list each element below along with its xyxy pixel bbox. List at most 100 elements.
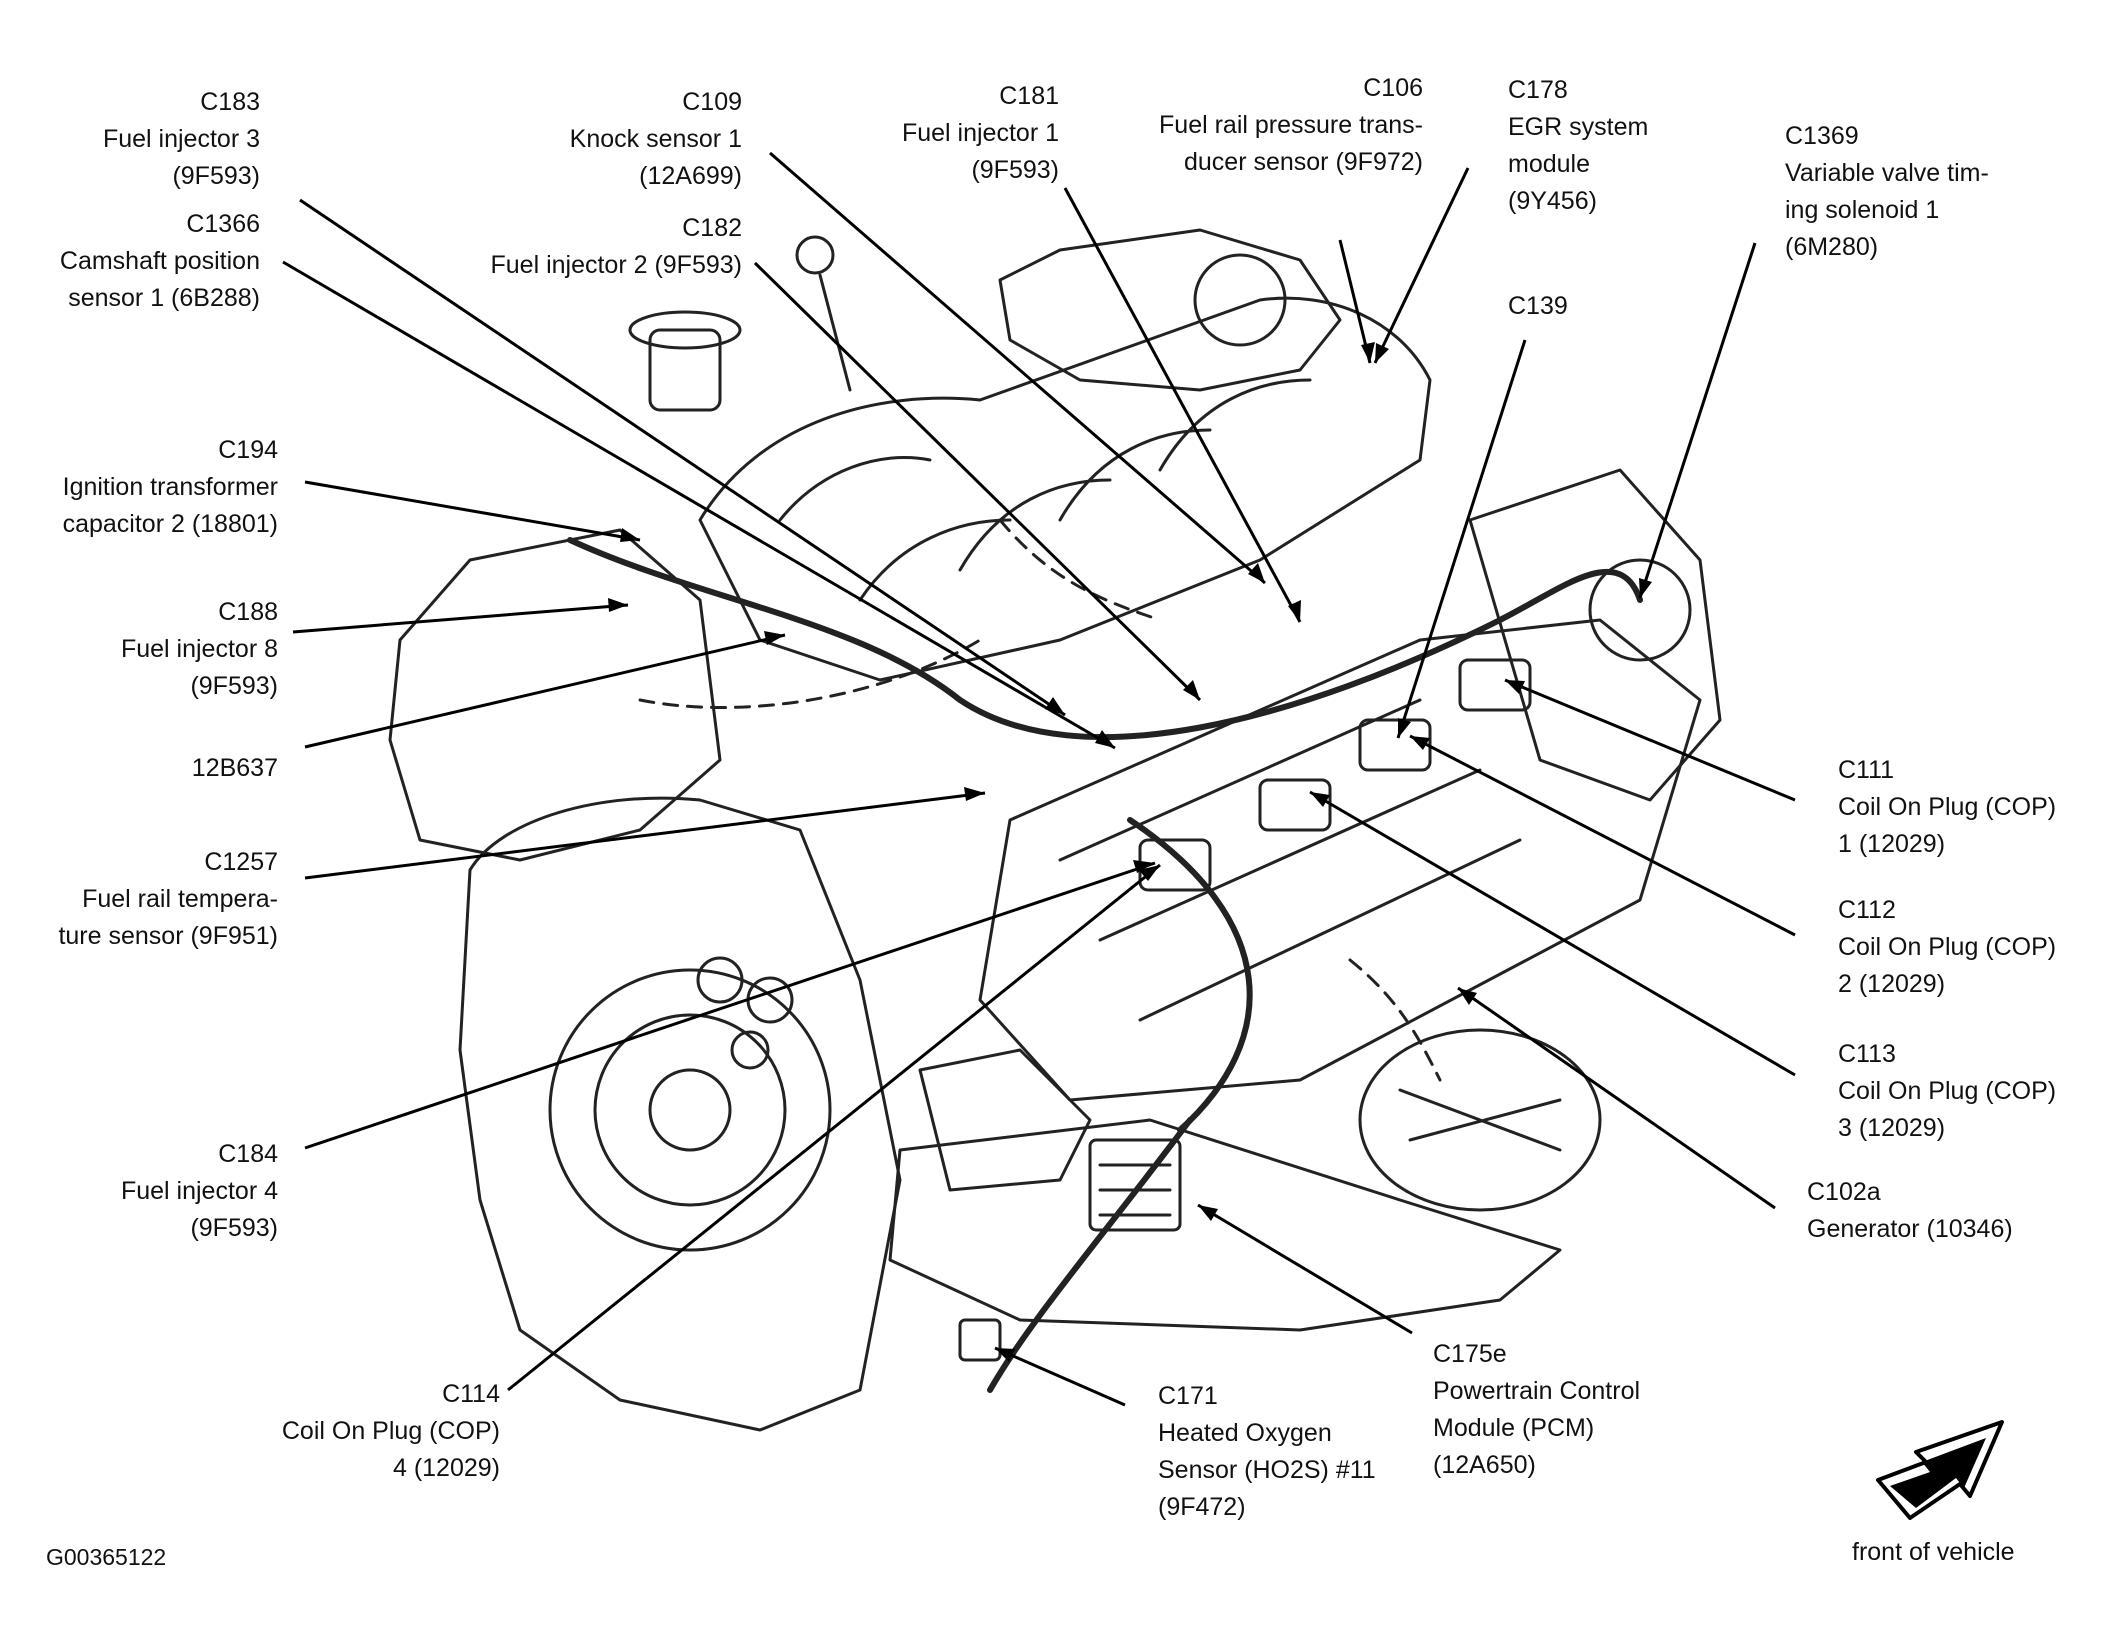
- cop-1: [1458, 658, 1532, 712]
- callout-c139: C139: [1508, 288, 1568, 325]
- part-number: 12B637: [191, 754, 278, 782]
- component-name: Module (PCM): [1433, 1414, 1595, 1442]
- component-name: capacitor 2 (18801): [62, 510, 278, 538]
- component-name: ducer sensor (9F972): [1183, 148, 1423, 176]
- callout-c1369: C1369 Variable valve tim- ing solenoid 1…: [1785, 118, 1989, 266]
- part-number: 4 (12029): [392, 1454, 500, 1482]
- part-number: (9F472): [1158, 1493, 1246, 1521]
- component-name: Fuel injector 1: [901, 119, 1059, 147]
- part-number: (9F593): [190, 672, 278, 700]
- connector-id: C183: [200, 88, 260, 116]
- callout-c181: C181 Fuel injector 1 (9F593): [902, 78, 1059, 189]
- oil-filler-cap: [648, 328, 722, 412]
- component-name: Fuel injector 4: [120, 1177, 278, 1205]
- component-name: Knock sensor 1: [569, 125, 742, 153]
- component-name: Coil On Plug (COP): [1838, 793, 2057, 821]
- wiring-harness: [567, 537, 1643, 741]
- component-name: Fuel injector 8: [120, 635, 278, 663]
- connector-id: C171: [1158, 1382, 1218, 1410]
- component-name: Fuel injector 3: [102, 125, 260, 153]
- part-number: 3 (12029): [1838, 1114, 1946, 1142]
- connector-id: C181: [999, 82, 1059, 110]
- connector-id: C102a: [1807, 1178, 1881, 1206]
- component-name: Coil On Plug (COP): [281, 1417, 500, 1445]
- callout-c102a: C102a Generator (10346): [1807, 1174, 2013, 1248]
- callout-c109: C109 Knock sensor 1 (12A699): [570, 84, 742, 195]
- callout-c113: C113 Coil On Plug (COP) 3 (12029): [1838, 1036, 2056, 1147]
- leader-arrowheads: [608, 342, 1652, 1362]
- callout-c184: C184 Fuel injector 4 (9F593): [121, 1136, 278, 1247]
- valve-cover-right: [978, 618, 1702, 1102]
- connector-id: C182: [682, 214, 742, 242]
- part-number: (9F593): [971, 156, 1059, 184]
- connector-id: C112: [1838, 896, 1896, 924]
- engine-block-left: [388, 528, 722, 862]
- callout-c106: C106 Fuel rail pressure trans- ducer sen…: [1159, 70, 1423, 181]
- part-number: 2 (12029): [1838, 970, 1946, 998]
- part-number: (9Y456): [1508, 187, 1597, 215]
- exhaust-manifold: [918, 1048, 1092, 1192]
- part-number: (9F593): [172, 162, 260, 190]
- callout-c1366: C1366 Camshaft position sensor 1 (6B288): [60, 206, 260, 317]
- leader-lines: [282, 151, 1796, 1407]
- callout-c194: C194 Ignition transformer capacitor 2 (1…: [63, 432, 278, 543]
- component-name: Ignition transformer: [62, 473, 278, 501]
- callout-c112: C112 Coil On Plug (COP) 2 (12029): [1838, 892, 2056, 1003]
- component-name: Coil On Plug (COP): [1838, 933, 2057, 961]
- component-name: Camshaft position: [59, 247, 260, 275]
- part-number: (9F593): [190, 1214, 278, 1242]
- figure-id: G00365122: [46, 1544, 167, 1570]
- connector-id: C1257: [204, 848, 278, 876]
- component-name: module: [1508, 150, 1590, 178]
- flywheel-bore: [548, 968, 832, 1252]
- callout-c1257: C1257 Fuel rail tempera- ture sensor (9F…: [58, 844, 278, 955]
- front-of-vehicle-label: front of vehicle: [1852, 1538, 2015, 1566]
- connector-id: C178: [1508, 76, 1568, 104]
- connector-id: C184: [218, 1140, 278, 1168]
- callout-c171: C171 Heated Oxygen Sensor (HO2S) #11 (9F…: [1158, 1378, 1376, 1526]
- connector-id: C109: [682, 88, 742, 116]
- throttle-body: [998, 228, 1342, 392]
- part-number: (12A650): [1433, 1451, 1536, 1479]
- connector-id: C111: [1838, 756, 1895, 784]
- component-name: ing solenoid 1: [1785, 196, 1940, 224]
- callout-c111: C111 Coil On Plug (COP) 1 (12029): [1838, 752, 2056, 863]
- callout-c188: C188 Fuel injector 8 (9F593): [121, 594, 278, 705]
- connector-id: C175e: [1433, 1340, 1507, 1368]
- component-name: Fuel injector 2 (9F593): [490, 251, 742, 279]
- component-name: EGR system: [1508, 113, 1649, 141]
- pcm-connector: [1088, 1138, 1182, 1232]
- cop-3: [1258, 778, 1332, 832]
- front-direction-arrow-icon: [1876, 1420, 2004, 1520]
- component-name: Sensor (HO2S) #11: [1158, 1456, 1376, 1484]
- callout-c183: C183 Fuel injector 3 (9F593): [103, 84, 260, 195]
- part-number: (12A699): [639, 162, 742, 190]
- component-name: Generator (10346): [1807, 1215, 2013, 1243]
- generator: [1358, 1028, 1602, 1212]
- callout-12b637: 12B637: [192, 750, 278, 787]
- connector-id: C114: [442, 1380, 500, 1408]
- connector-id: C106: [1363, 74, 1423, 102]
- component-name: Powertrain Control: [1433, 1377, 1641, 1405]
- part-number: 1 (12029): [1838, 830, 1946, 858]
- connector-id: C188: [218, 598, 278, 626]
- ho2s-connector: [958, 1318, 1002, 1362]
- callout-c178: C178 EGR system module (9Y456): [1508, 72, 1648, 220]
- intake-manifold: [698, 296, 1432, 682]
- connector-id: C1369: [1785, 122, 1859, 150]
- connector-id: C113: [1838, 1040, 1896, 1068]
- component-name: Fuel rail tempera-: [82, 885, 278, 913]
- part-number: (6M280): [1785, 233, 1879, 261]
- callout-c182: C182 Fuel injector 2 (9F593): [490, 210, 742, 284]
- component-name: Variable valve tim-: [1785, 159, 1989, 187]
- callout-c114: C114 Coil On Plug (COP) 4 (12029): [282, 1376, 500, 1487]
- front-cover: [1468, 468, 1722, 802]
- component-name: Fuel rail pressure trans-: [1159, 111, 1423, 139]
- connector-id: C194: [218, 436, 278, 464]
- component-name: Heated Oxygen: [1158, 1419, 1332, 1447]
- component-name: ture sensor (9F951): [58, 922, 278, 950]
- component-name: Coil On Plug (COP): [1838, 1077, 2057, 1105]
- oil-pan: [888, 1118, 1562, 1332]
- connector-id: C139: [1508, 292, 1568, 320]
